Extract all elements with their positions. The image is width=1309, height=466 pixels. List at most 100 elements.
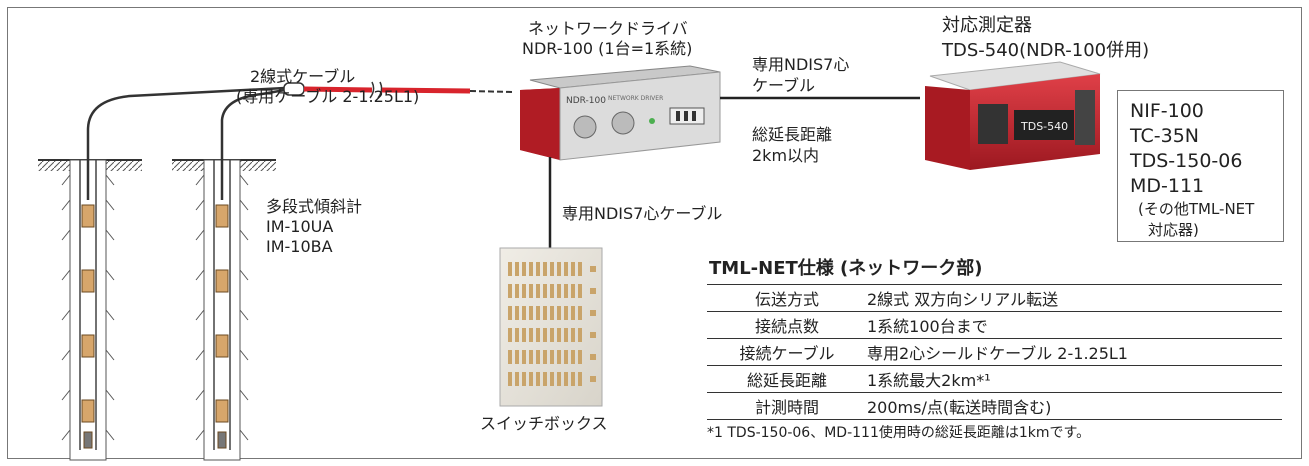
diagram-frame: [7, 7, 1302, 459]
switch-slot: [508, 372, 512, 386]
switch-slot: [543, 306, 547, 320]
switch-slot: [571, 350, 575, 364]
switch-slot: [515, 350, 519, 364]
switch-slot: [557, 350, 561, 364]
switch-slot: [578, 262, 582, 276]
switch-slot: [515, 262, 519, 276]
switch-slot: [578, 350, 582, 364]
switch-slot: [536, 306, 540, 320]
switch-slot: [522, 306, 526, 320]
switch-box: [499, 247, 603, 407]
device-item: TC-35N: [1130, 125, 1200, 147]
device-item: MD-111: [1130, 175, 1205, 197]
switch-slot: [536, 262, 540, 276]
switch-indicator: [590, 288, 596, 294]
switch-slot: [508, 306, 512, 320]
table-row: 接続ケーブル 専用2心シールドケーブル 2-1.25L1: [707, 338, 1282, 366]
switch-indicator: [590, 332, 596, 338]
switch-slot: [564, 262, 568, 276]
switch-slot: [578, 306, 582, 320]
switch-slot: [529, 328, 533, 342]
driver-panel-brand: NETWORK DRIVER: [608, 95, 663, 102]
switch-slot: [550, 372, 554, 386]
switch-slot: [508, 328, 512, 342]
instrument-model: TDS-540(NDR-100併用): [942, 40, 1150, 61]
switch-slot: [571, 284, 575, 298]
switch-slot: [543, 284, 547, 298]
switch-indicator: [590, 376, 596, 382]
driver-model: NDR-100 (1台=1系統): [522, 39, 693, 58]
spec-value: 専用2心シールドケーブル 2-1.25L1: [867, 338, 1282, 366]
switch-slot: [515, 306, 519, 320]
table-row: 伝送方式 2線式 双方向シリアル転送: [707, 284, 1282, 312]
instrument-screen-text: TDS-540: [1020, 120, 1068, 133]
switch-slot: [571, 328, 575, 342]
switch-slot: [578, 328, 582, 342]
red-cable-b: [381, 87, 471, 94]
switch-slot: [564, 328, 568, 342]
switch-slot: [508, 284, 512, 298]
switch-indicator: [590, 266, 596, 272]
device-item: TDS-150-06: [1130, 150, 1243, 172]
inclinometer-probes-1: [81, 204, 95, 449]
switch-slot: [578, 284, 582, 298]
switch-slot: [522, 328, 526, 342]
table-row: 総延長距離 1系統最大2km*¹: [707, 365, 1282, 393]
switch-slot: [529, 306, 533, 320]
device-item: NIF-100: [1130, 100, 1204, 122]
switch-slot: [543, 262, 547, 276]
switch-slot: [543, 328, 547, 342]
switch-slot: [564, 306, 568, 320]
switch-slot: [522, 372, 526, 386]
spec-value: 200ms/点(転送時間含む): [867, 392, 1282, 420]
inclinometer-probes-2: [215, 204, 229, 449]
switch-slot: [564, 350, 568, 364]
distance-value: 2km以内: [752, 146, 820, 165]
switch-slot: [564, 284, 568, 298]
spec-key: 伝送方式: [707, 284, 867, 312]
switch-slot: [571, 306, 575, 320]
inclinometer-model: IM-10BA: [266, 237, 333, 256]
switch-slot: [536, 284, 540, 298]
spec-footnote: *1 TDS-150-06、MD-111使用時の総延長距離は1kmです。: [707, 425, 1091, 441]
switch-slot: [543, 372, 547, 386]
cable-borehole-2: [220, 88, 286, 200]
spec-value: 2線式 双方向シリアル転送: [867, 284, 1282, 312]
switch-slot: [536, 350, 540, 364]
switch-slot: [550, 284, 554, 298]
cable-break-mark: [369, 81, 383, 99]
switch-slot: [578, 372, 582, 386]
switch-slot: [571, 372, 575, 386]
switch-slot: [557, 262, 561, 276]
spec-value: 1系統最大2km*¹: [867, 365, 1282, 393]
instrument-title: 対応測定器: [942, 15, 1032, 36]
cable-borehole-1: [86, 86, 286, 200]
compatible-devices-box: NIF-100 TC-35N TDS-150-06 MD-111 (その他TML…: [1117, 90, 1284, 242]
switch-cable-label: 専用NDIS7心ケーブル: [562, 204, 723, 223]
spec-table: 伝送方式 2線式 双方向シリアル転送 接続点数 1系統100台まで 接続ケーブル…: [707, 284, 1282, 420]
distance-label: 総延長距離: [752, 125, 833, 144]
switch-slot: [550, 328, 554, 342]
spec-panel: TML-NET仕様 (ネットワーク部) 伝送方式 2線式 双方向シリアル転送 接…: [707, 256, 1282, 444]
switch-slot: [557, 306, 561, 320]
table-row: 計測時間 200ms/点(転送時間含む): [707, 392, 1282, 420]
cable-title: 2線式ケーブル: [250, 67, 356, 86]
switch-slot: [557, 372, 561, 386]
switch-slot: [550, 262, 554, 276]
cable-subtitle: (専用ケーブル 2-1.25L1): [236, 87, 420, 106]
network-driver-device: [520, 65, 721, 161]
link-cable-line1: 専用NDIS7心: [752, 55, 850, 74]
switch-slot: [529, 372, 533, 386]
driver-title: ネットワークドライバ: [528, 19, 688, 38]
link-cable-line2: ケーブル: [752, 76, 816, 95]
switch-slot: [522, 262, 526, 276]
cable-tail: [469, 90, 513, 93]
switch-slot: [529, 350, 533, 364]
inclinometer-name: 多段式傾斜計: [266, 197, 363, 216]
spec-key: 接続ケーブル: [707, 338, 867, 366]
spec-key: 計測時間: [707, 392, 867, 420]
devices-note-2: 対応器): [1148, 221, 1199, 239]
switch-indicator: [590, 354, 596, 360]
switch-slot: [515, 372, 519, 386]
